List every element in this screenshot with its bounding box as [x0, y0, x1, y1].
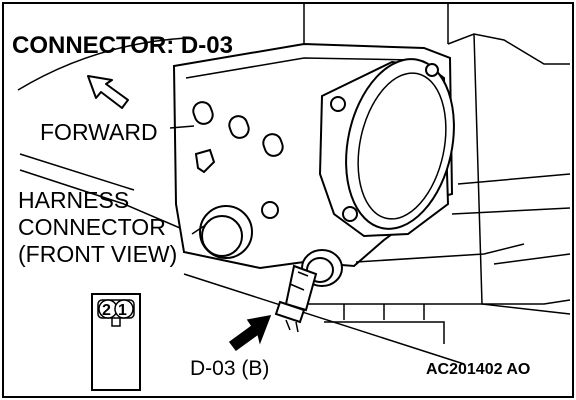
figure-code: AC201402 AO	[426, 361, 531, 378]
engine-illustration	[17, 4, 571, 391]
connector-pin-1: 1	[118, 302, 127, 319]
harness-label-line-2: CONNECTOR	[18, 214, 166, 240]
forward-arrow-icon	[87, 75, 129, 109]
connector-face-view	[91, 293, 141, 391]
connector-title: CONNECTOR: D-03	[12, 32, 233, 59]
pointer-arrow-icon	[228, 315, 272, 352]
harness-connector-label: HARNESS CONNECTOR (FRONT VIEW)	[18, 189, 177, 266]
connector-callout: D-03 (B)	[190, 357, 270, 380]
connector-pin-2: 2	[102, 302, 111, 319]
harness-label-line-1: HARNESS	[18, 187, 130, 213]
harness-label-line-3: (FRONT VIEW)	[18, 241, 178, 267]
forward-label: FORWARD	[40, 119, 158, 145]
